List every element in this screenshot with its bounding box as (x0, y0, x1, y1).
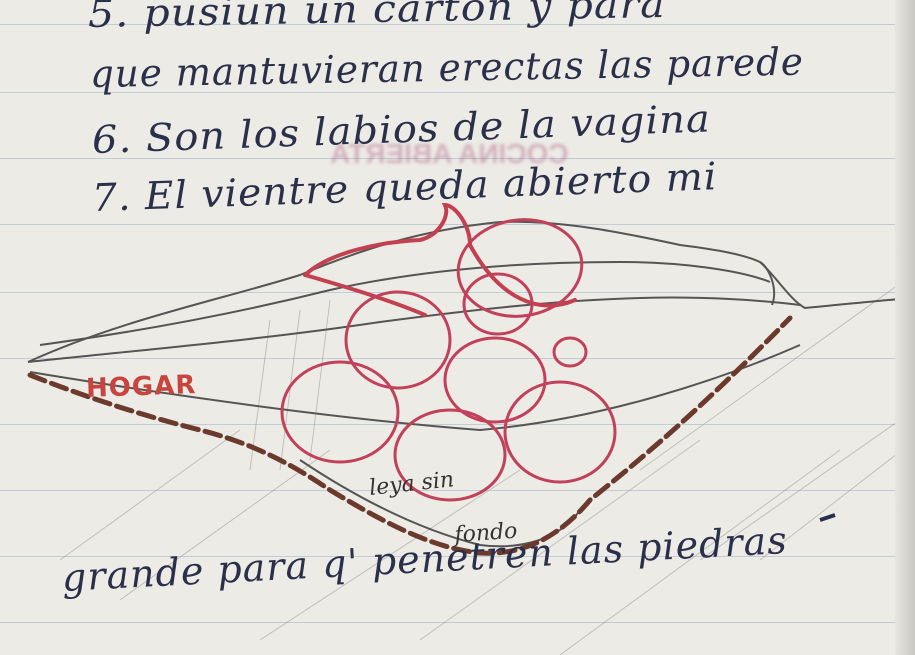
hogar-label: HOGAR (86, 370, 197, 404)
pencil-hatching (60, 280, 915, 655)
ink-mark (820, 515, 835, 520)
red-stones (282, 212, 615, 500)
brown-dashed-boundary (30, 318, 790, 553)
page-edge (895, 0, 915, 655)
sketch-note-line-1: leya sin (368, 467, 455, 501)
